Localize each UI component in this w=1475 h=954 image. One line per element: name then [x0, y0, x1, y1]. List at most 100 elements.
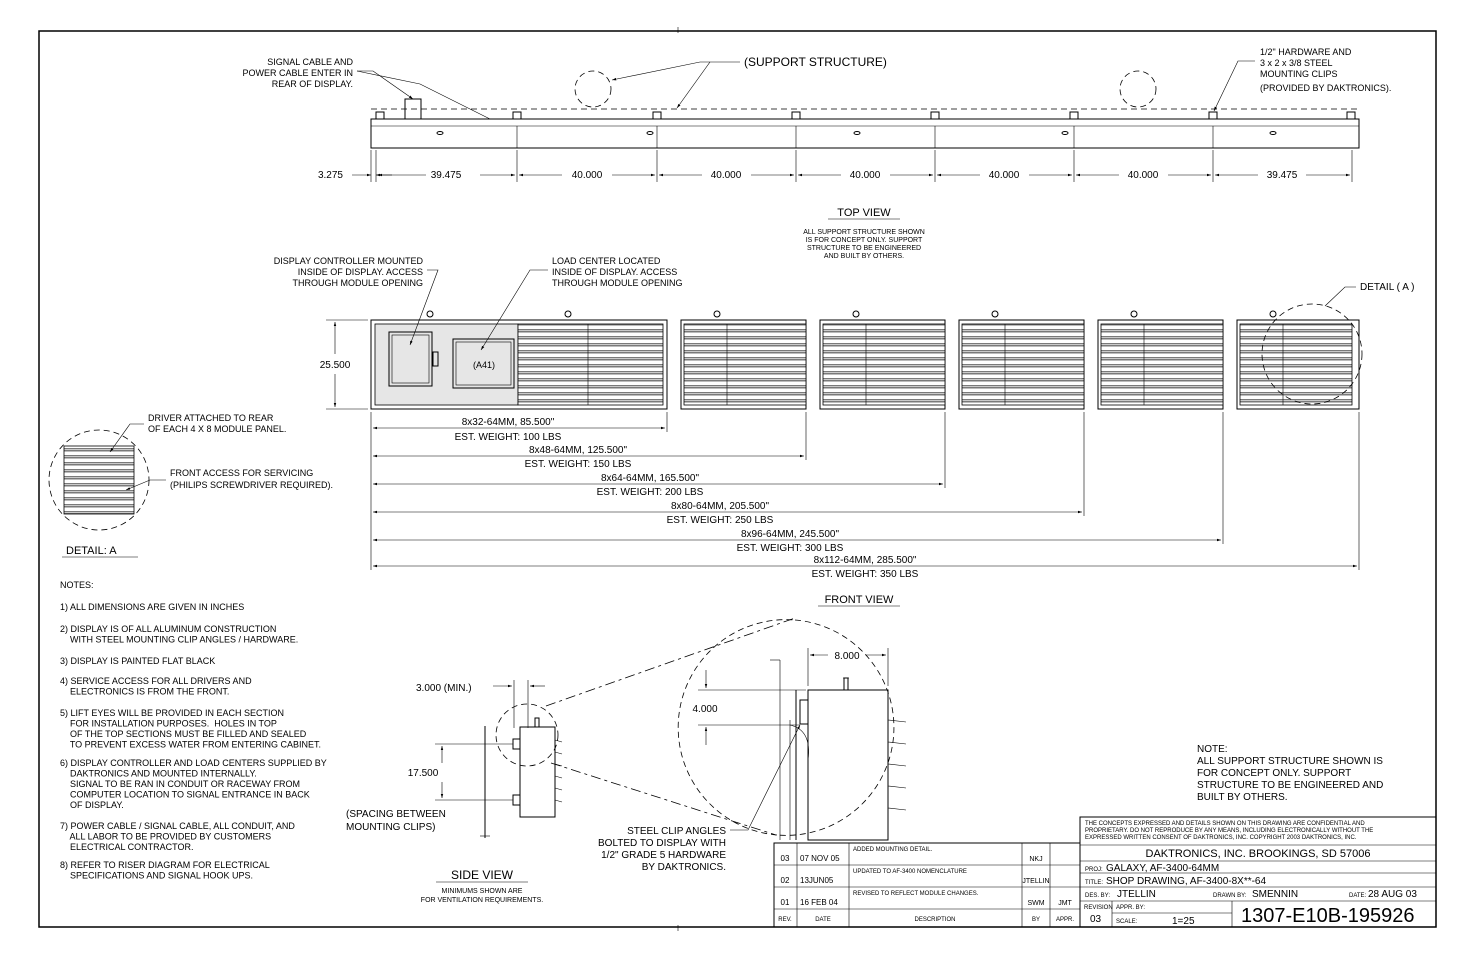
rev-cell-date: 07 NOV 05 — [800, 854, 840, 863]
note-line: 2) DISPLAY IS OF ALL ALUMINUM CONSTRUCTI… — [60, 624, 276, 634]
note-line: 1) ALL DIMENSIONS ARE GIVEN IN INCHES — [60, 602, 244, 612]
rev-cell-by: SWM — [1027, 900, 1044, 907]
support-note-line: NOTE: — [1197, 744, 1228, 755]
dimension-label: 39.475 — [1267, 170, 1298, 181]
designed-by: JTELLIN — [1117, 889, 1156, 900]
top-view-note-line: AND BUILT BY OTHERS. — [824, 253, 904, 260]
dimension-label: 40.000 — [1128, 170, 1159, 181]
size-weight: EST. WEIGHT: 300 LBS — [737, 543, 844, 554]
rev-cell-desc: UPDATED TO AF-3400 NOMENCLATURE — [853, 869, 967, 875]
clip-callout-line: BY DAKTRONICS. — [642, 862, 726, 873]
top-view-note-line: STRUCTURE TO BE ENGINEERED — [807, 245, 921, 252]
support-note-line: ALL SUPPORT STRUCTURE SHOWN IS — [1197, 756, 1383, 767]
front-view: (A41) — [274, 256, 1414, 607]
rev-cell-desc: REVISED TO REFLECT MODULE CHANGES. — [853, 891, 979, 897]
note-line: ELECTRICAL CONTRACTOR. — [60, 842, 194, 852]
sheet-border — [38, 30, 1437, 928]
rev-cell-rev: 01 — [781, 898, 790, 907]
side-cabinet — [519, 726, 556, 818]
drawn-label: DRAWN BY: — [1213, 893, 1247, 899]
signal-callout-line: REAR OF DISPLAY. — [272, 79, 353, 89]
size-weight: EST. WEIGHT: 150 LBS — [525, 459, 632, 470]
dimension-label: 40.000 — [989, 170, 1020, 181]
height-dimension: 25.500 — [320, 360, 351, 371]
signal-callout-line: SIGNAL CABLE AND — [267, 57, 353, 67]
cabinet-section — [680, 310, 807, 410]
size-label: 8x48-64MM, 125.500" — [529, 445, 628, 456]
drawing-number: 1307-E10B-195926 — [1241, 905, 1414, 927]
rev-cell-by: NKJ — [1029, 856, 1042, 863]
top-view-cabinet — [370, 118, 1360, 149]
revision-label: REVISION — [1084, 905, 1113, 911]
side-view-title: SIDE VIEW — [451, 868, 514, 882]
size-weight: EST. WEIGHT: 250 LBS — [667, 515, 774, 526]
controller-callout-line: DISPLAY CONTROLLER MOUNTED — [274, 256, 424, 266]
spacing-dimension: 17.500 — [408, 768, 439, 779]
controller-callout-line: THROUGH MODULE OPENING — [292, 278, 423, 288]
side-view: 3.000 (MIN.) 17.500 (SPACING BETWEEN MOU… — [346, 617, 907, 904]
note-line: TO PREVENT EXCESS WATER FROM ENTERING CA… — [60, 740, 321, 750]
side-view-subtitle: FOR VENTILATION REQUIREMENTS. — [421, 897, 543, 904]
hardware-callout-line: 3 x 2 x 3/8 STEEL — [1260, 58, 1333, 68]
notes-heading: NOTES: — [60, 580, 94, 590]
loadcenter-callout-line: LOAD CENTER LOCATED — [552, 256, 661, 266]
des-label: DES. BY: — [1085, 893, 1110, 899]
access-callout-line: FRONT ACCESS FOR SERVICING — [170, 468, 313, 478]
note-line: ELECTRONICS IS FROM THE FRONT. — [60, 687, 229, 697]
detail-width-dim: 8.000 — [834, 651, 859, 662]
top-view: SIGNAL CABLE AND POWER CABLE ENTER IN RE… — [242, 47, 1391, 260]
support-note: NOTE: ALL SUPPORT STRUCTURE SHOWN IS FOR… — [1197, 744, 1383, 803]
appr-label: APPR. BY: — [1116, 905, 1145, 911]
rev-cell-appr: JMT — [1058, 900, 1072, 907]
rev-header: DESCRIPTION — [914, 917, 955, 923]
drawing-date: 28 AUG 03 — [1368, 889, 1417, 900]
confidential-line: THE CONCEPTS EXPRESSED AND DETAILS SHOWN… — [1085, 821, 1365, 827]
front-view-title: FRONT VIEW — [825, 594, 894, 606]
rev-header: DATE — [815, 917, 831, 923]
scale-label: SCALE: — [1116, 919, 1138, 925]
note-line: 5) LIFT EYES WILL BE PROVIDED IN EACH SE… — [60, 708, 284, 718]
controller-callout-line: INSIDE OF DISPLAY. ACCESS — [298, 267, 423, 277]
cabinet-section-1 — [370, 319, 668, 410]
support-structure-circle — [574, 70, 612, 108]
dimension-label: 39.475 — [431, 170, 462, 181]
size-dimensions: 8x32-64MM, 85.500" EST. WEIGHT: 100 LBS … — [370, 412, 1360, 580]
note-line: DAKTRONICS AND MOUNTED INTERNALLY. — [60, 769, 257, 779]
drawn-by: SMENNIN — [1252, 889, 1298, 900]
note-line: 7) POWER CABLE / SIGNAL CABLE, ALL CONDU… — [60, 821, 295, 831]
detail-a-callout: DETAIL ( A ) — [1360, 282, 1414, 293]
dimension-label: 40.000 — [711, 170, 742, 181]
detail-height-dim: 4.000 — [692, 704, 717, 715]
size-label: 8x32-64MM, 85.500" — [462, 417, 555, 428]
driver-callout-line: DRIVER ATTACHED TO REAR — [148, 413, 274, 423]
note-line: 6) DISPLAY CONTROLLER AND LOAD CENTERS S… — [60, 758, 327, 768]
loadcenter-callout-line: THROUGH MODULE OPENING — [552, 278, 683, 288]
hardware-callout-line: (PROVIDED BY DAKTRONICS). — [1260, 83, 1391, 93]
cabinet-section — [819, 310, 946, 410]
note-line: ALL LABOR TO BE PROVIDED BY CUSTOMERS — [60, 832, 271, 842]
rev-header: APPR. — [1056, 917, 1074, 923]
enlarged-clip-detail: 8.000 4.000 — [677, 619, 907, 841]
clip-callout-line: STEEL CLIP ANGLES — [627, 826, 726, 837]
detail-a-title: DETAIL: A — [66, 545, 117, 557]
note-line: 8) REFER TO RISER DIAGRAM FOR ELECTRICAL — [60, 860, 270, 870]
size-label: 8x112-64MM, 285.500" — [814, 555, 917, 566]
driver-callout-line: OF EACH 4 X 8 MODULE PANEL. — [148, 424, 286, 434]
top-view-note-line: IS FOR CONCEPT ONLY. SUPPORT — [806, 237, 923, 244]
top-view-title: TOP VIEW — [837, 207, 891, 219]
size-weight: EST. WEIGHT: 200 LBS — [597, 487, 704, 498]
rev-cell-rev: 02 — [781, 876, 790, 885]
size-label: 8x80-64MM, 205.500" — [671, 501, 770, 512]
support-note-line: STRUCTURE TO BE ENGINEERED AND — [1197, 780, 1383, 791]
note-line: OF THE TOP SECTIONS MUST BE FILLED AND S… — [60, 729, 307, 739]
title-block: THE CONCEPTS EXPRESSED AND DETAILS SHOWN… — [1079, 816, 1437, 928]
cabinet-section — [1097, 310, 1224, 410]
note-line: 4) SERVICE ACCESS FOR ALL DRIVERS AND — [60, 676, 252, 686]
project-name: GALAXY, AF-3400-64MM — [1106, 863, 1219, 874]
dimension-label: 3.275 — [318, 170, 343, 181]
side-view-subtitle: MINIMUMS SHOWN ARE — [442, 888, 523, 895]
support-structure-callout: (SUPPORT STRUCTURE) — [744, 55, 887, 69]
cabinet-section — [1236, 310, 1360, 410]
notes: NOTES: 1) ALL DIMENSIONS ARE GIVEN IN INC… — [60, 580, 327, 881]
